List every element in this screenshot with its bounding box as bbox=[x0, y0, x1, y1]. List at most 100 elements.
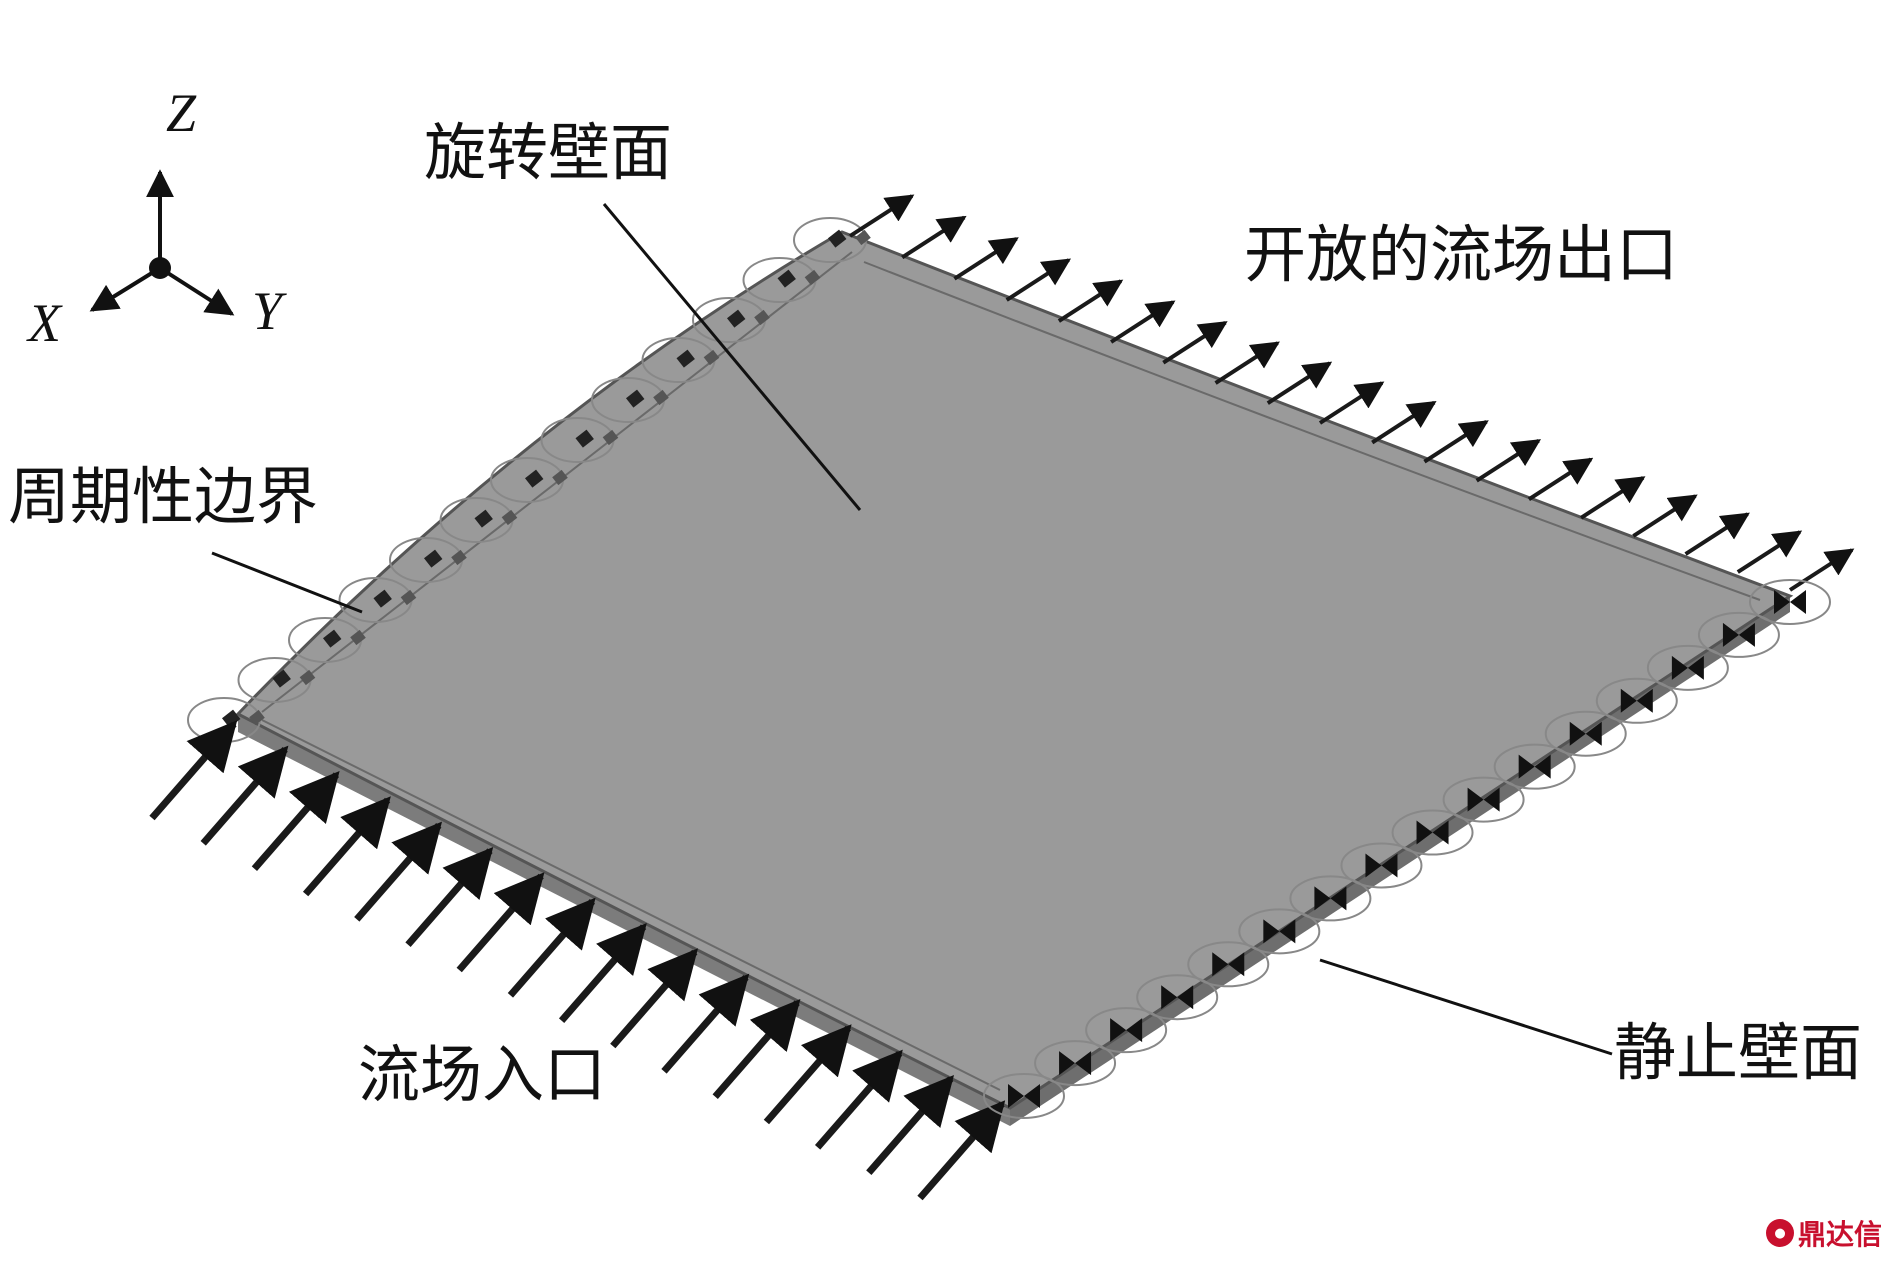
x-axis-label: X bbox=[28, 293, 61, 353]
periodic-node-icon bbox=[703, 349, 720, 366]
periodic-node-icon bbox=[373, 589, 392, 608]
inlet-arrow-icon bbox=[302, 796, 391, 897]
wall-bowtie-marker-icon bbox=[1416, 820, 1449, 845]
wall-loop-icon bbox=[1442, 776, 1525, 823]
outlet-arrow-icon bbox=[1005, 258, 1072, 302]
outlet-arrow-icon bbox=[1632, 494, 1698, 538]
wall-loop-icon bbox=[1136, 974, 1219, 1021]
watermark: ● 鼎达信 bbox=[1765, 1213, 1882, 1253]
inlet-arrow-icon bbox=[251, 770, 340, 871]
wall-bowtie-marker-icon bbox=[1518, 754, 1551, 779]
wall-loop-icon bbox=[1034, 1040, 1117, 1087]
periodic-node-icon bbox=[626, 389, 645, 408]
wall-loop-icon bbox=[1544, 710, 1627, 757]
wall-loop-icon bbox=[1187, 941, 1270, 988]
periodic-node-icon bbox=[777, 269, 796, 288]
static-wall-markers bbox=[983, 579, 1831, 1119]
watermark-text: 鼎达信 bbox=[1797, 1218, 1882, 1251]
leader-lines bbox=[211, 203, 1613, 1056]
inlet-arrow-icon bbox=[763, 1024, 852, 1125]
y-axis-line bbox=[158, 266, 235, 316]
periodic-node-icon bbox=[400, 589, 417, 606]
periodic-node-icon bbox=[855, 229, 871, 246]
periodic-node-icon bbox=[727, 309, 746, 328]
periodic-node-icon bbox=[828, 229, 847, 248]
inlet-arrow-icon bbox=[712, 998, 801, 1099]
periodic-node-icon bbox=[350, 629, 366, 646]
wall-bowtie-marker-icon bbox=[1110, 1018, 1143, 1043]
wall-loop-icon bbox=[983, 1073, 1065, 1119]
wall-loop-icon bbox=[1085, 1007, 1168, 1054]
wall-loop-icon bbox=[1697, 611, 1780, 658]
wall-loop-icon bbox=[1646, 644, 1729, 691]
wall-loop-icon bbox=[1391, 809, 1474, 856]
inlet-inner-edge bbox=[261, 719, 1001, 1091]
wall-bowtie-marker-icon bbox=[1467, 787, 1500, 812]
outlet-arrow-icon bbox=[1475, 438, 1542, 483]
periodic-node-icon bbox=[424, 549, 443, 568]
inlet-arrow-icon bbox=[507, 897, 596, 998]
outlet-arrow-icon bbox=[901, 215, 967, 260]
outlet-arrow-icon bbox=[1527, 457, 1594, 502]
wall-bowtie-marker-icon bbox=[1059, 1051, 1092, 1076]
wall-bowtie-marker-icon bbox=[1620, 688, 1653, 713]
origin-dot bbox=[149, 257, 171, 279]
wall-bowtie-marker-icon bbox=[1569, 721, 1602, 746]
outlet-arrow-icon bbox=[1580, 476, 1646, 520]
outlet-arrow-icon bbox=[953, 237, 1019, 281]
inlet-arrow-icon bbox=[866, 1074, 955, 1175]
outlet-arrow-icon bbox=[1110, 300, 1176, 344]
rotating-wall-surface bbox=[235, 230, 1794, 1110]
inlet-arrow-icon bbox=[610, 948, 699, 1049]
plate bbox=[235, 230, 1794, 1126]
periodic-node-icon bbox=[525, 469, 544, 488]
outlet-arrow-icon bbox=[1162, 320, 1228, 365]
wall-bowtie-marker-icon bbox=[1722, 622, 1755, 647]
x-axis-line bbox=[89, 266, 162, 312]
periodic-node-icon bbox=[754, 309, 770, 326]
static-wall-leader bbox=[1319, 958, 1613, 1056]
wall-loop-icon bbox=[1340, 842, 1423, 889]
wall-bowtie-marker-icon bbox=[1314, 886, 1347, 911]
static-wall-label: 静止壁面 bbox=[1614, 1016, 1863, 1089]
plate-edge-thickness bbox=[238, 714, 1010, 1126]
wall-bowtie-marker-icon bbox=[1774, 590, 1806, 614]
periodic-node-icon bbox=[451, 549, 467, 566]
inlet-arrow-icon bbox=[917, 1100, 1006, 1201]
wall-loop-icon bbox=[1493, 743, 1576, 790]
periodic-node-icon bbox=[249, 709, 265, 726]
rotating-wall-label: 旋转壁面 bbox=[424, 116, 673, 189]
wall-bowtie-marker-icon bbox=[1365, 853, 1398, 878]
wall-loop-icon bbox=[1749, 579, 1831, 625]
z-axis-label: Z bbox=[166, 83, 197, 143]
periodic-node-icon bbox=[474, 509, 493, 528]
wall-bowtie-marker-icon bbox=[1263, 919, 1296, 944]
watermark-logo-icon: ● bbox=[1765, 1219, 1794, 1247]
outlet-arrow-icon bbox=[1684, 512, 1750, 556]
outlet-arrow-icon bbox=[1371, 400, 1437, 445]
periodic-node-icon bbox=[323, 629, 342, 648]
wall-loop-icon bbox=[1595, 677, 1678, 724]
inlet-arrow-icon bbox=[814, 1049, 903, 1150]
periodic-node-icon bbox=[676, 349, 695, 368]
wall-bowtie-marker-icon bbox=[1671, 655, 1704, 680]
inlet-arrow-icon bbox=[200, 745, 289, 846]
outlet-arrow-icon bbox=[848, 194, 915, 238]
outlet-arrow-icon bbox=[1736, 530, 1803, 574]
outlet-arrow-icon bbox=[1423, 420, 1489, 464]
inlet-arrows bbox=[149, 720, 1006, 1201]
periodic-boundary-label: 周期性边界 bbox=[8, 460, 319, 533]
outlet-arrows bbox=[848, 194, 1855, 592]
periodic-node-icon bbox=[501, 509, 518, 526]
inlet-arrow-icon bbox=[456, 872, 545, 973]
outlet-arrow-icon bbox=[1788, 548, 1855, 592]
y-axis-label: Y bbox=[252, 281, 283, 341]
outlet-arrow-icon bbox=[1057, 279, 1124, 323]
inlet-arrow-icon bbox=[558, 922, 647, 1023]
coordinate-axes-icon bbox=[89, 169, 235, 316]
wall-bowtie-marker-icon bbox=[1212, 952, 1245, 977]
periodic-node-icon bbox=[299, 669, 316, 686]
inlet-label: 流场入口 bbox=[358, 1038, 607, 1111]
